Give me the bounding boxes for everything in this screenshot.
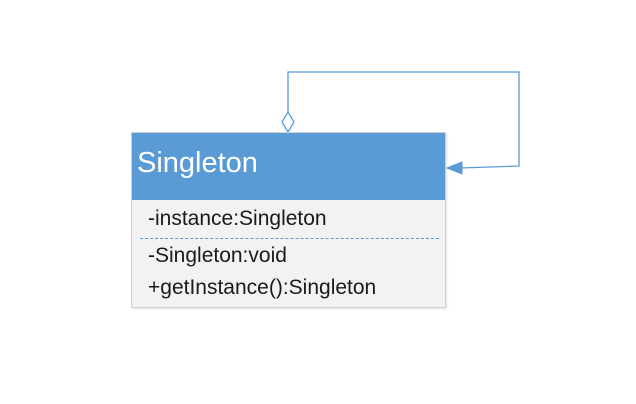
attribute-instance: -instance:Singleton: [148, 207, 327, 230]
operations-section: -Singleton:void +getInstance():Singleton: [132, 241, 445, 307]
operation-get-instance: +getInstance():Singleton: [148, 276, 377, 299]
section-divider: [140, 238, 439, 239]
attributes-section: -instance:Singleton: [132, 200, 445, 238]
operation-constructor: -Singleton:void: [148, 244, 287, 267]
association-line: [287, 71, 520, 169]
aggregation-diamond-icon: [281, 110, 295, 134]
class-header: Singleton: [132, 133, 445, 200]
class-box-singleton[interactable]: Singleton -instance:Singleton -Singleton…: [131, 132, 446, 308]
class-name: Singleton: [137, 147, 258, 179]
arrowhead-icon: [445, 161, 463, 175]
